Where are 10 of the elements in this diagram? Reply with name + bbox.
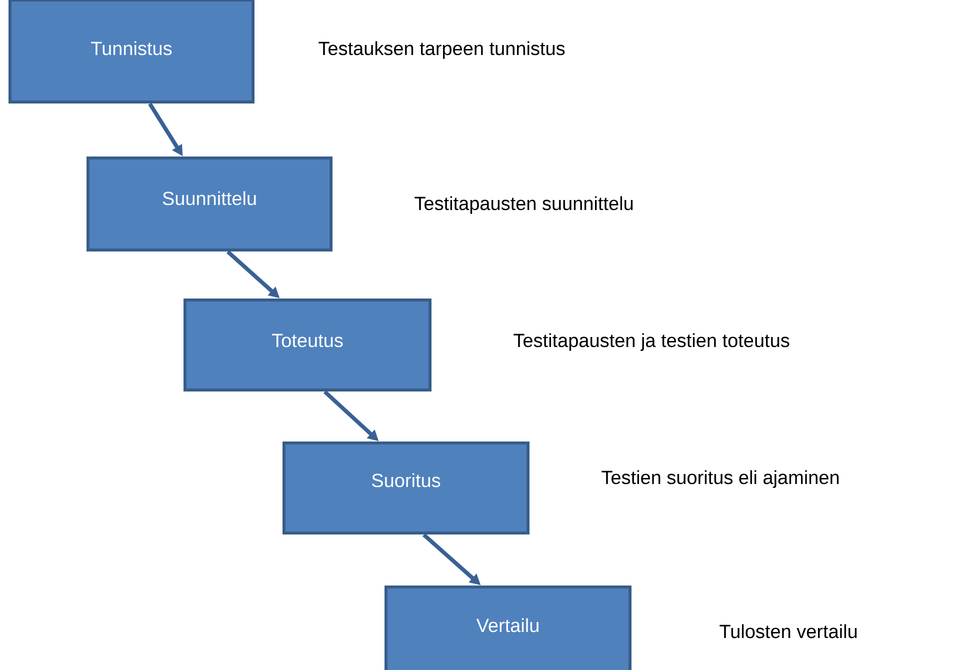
process-box: Toteutus	[184, 298, 432, 392]
process-box: Suunnittelu	[86, 156, 332, 252]
process-box: Vertailu	[384, 586, 632, 670]
step-description: Testitapausten suunnittelu	[414, 196, 633, 214]
step-description: Testitapausten ja testien toteutus	[514, 333, 790, 351]
process-box: Suoritus	[282, 442, 530, 534]
process-box: Tunnistus	[8, 0, 254, 104]
step-description: Testauksen tarpeen tunnistus	[318, 41, 565, 59]
step-description: Tulosten vertailu	[720, 624, 857, 638]
step-description: Testien suoritus eli ajaminen	[602, 470, 839, 488]
